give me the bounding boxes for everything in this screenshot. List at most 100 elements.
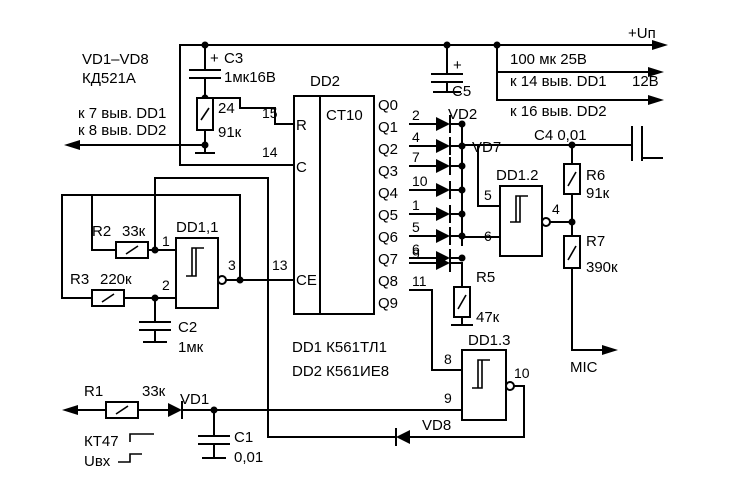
junction xyxy=(493,41,501,49)
diode xyxy=(436,229,450,243)
schmitt-icon xyxy=(472,359,490,389)
legend-diodes: VD1–VD8 xyxy=(82,51,149,68)
vd8-label: VD8 xyxy=(422,417,451,434)
r7-mark xyxy=(567,245,577,261)
dd1-2-inverter-bubble xyxy=(541,217,551,227)
diode xyxy=(436,256,450,270)
mic-label: MIC xyxy=(570,359,598,376)
schmitt-icon xyxy=(186,247,204,277)
r6-label: R6 xyxy=(586,167,605,184)
dd2-pin-ce: 13 xyxy=(272,257,288,273)
r24-label: 24 xyxy=(218,100,235,117)
q-label: Q6 xyxy=(378,229,398,246)
dd1-3-pin8: 8 xyxy=(444,351,452,367)
r5-value: 47к xyxy=(476,309,500,326)
dd1-1-pin3: 3 xyxy=(228,257,236,273)
out-12v-label: 12В xyxy=(632,73,659,90)
out-pin14-label: к 14 выв. DD1 xyxy=(510,73,607,90)
out-12v-arrow xyxy=(648,67,664,77)
supply-label: +Uп xyxy=(628,25,656,42)
c3-value: 1мк16В xyxy=(224,69,276,86)
c4-label: C4 0,01 xyxy=(534,127,587,144)
schmitt-icon xyxy=(510,195,528,223)
q-pin-number: 6 xyxy=(412,241,420,257)
dd1-2-pin4: 4 xyxy=(552,201,560,217)
out-16-arrow xyxy=(648,95,664,105)
diode xyxy=(436,117,450,131)
dd1-3-pin9: 9 xyxy=(444,390,452,406)
dd1-2-gate xyxy=(499,185,543,257)
q-label: Q2 xyxy=(378,141,398,158)
dd1-3-pin10: 10 xyxy=(514,365,530,381)
legend-dd2: DD2 К561ИЕ8 xyxy=(292,363,389,380)
dd2-pin-c: 14 xyxy=(262,144,278,160)
q-label: Q3 xyxy=(378,163,398,180)
vd1-diode xyxy=(168,403,182,417)
dd1-3-inverter-bubble xyxy=(505,381,515,391)
r7-value: 390к xyxy=(586,259,618,276)
c5-label: C5 xyxy=(452,83,471,100)
dd2-in-c: C xyxy=(296,159,307,176)
c1-label: C1 xyxy=(234,429,253,446)
r5-label: R5 xyxy=(476,269,495,286)
dd2-in-ce: CE xyxy=(296,272,317,289)
diode xyxy=(436,183,450,197)
legend-dd1: DD1 К561ТЛ1 xyxy=(292,339,387,356)
uvx-label: Uвх xyxy=(84,453,111,470)
r3-mark xyxy=(101,293,115,303)
c5-plus: + xyxy=(453,57,462,74)
uvx-step xyxy=(118,453,142,463)
dd1-1-inverter-bubble xyxy=(217,275,227,285)
r3-label: R3 xyxy=(70,271,89,288)
vd7-label: VD7 xyxy=(472,139,501,156)
q-label: Q1 xyxy=(378,119,398,136)
r6-value: 91к xyxy=(586,185,610,202)
r1-mark xyxy=(115,405,129,415)
r2-mark xyxy=(125,245,139,255)
q-label: Q5 xyxy=(378,207,398,224)
r1-value: 33к xyxy=(142,383,166,400)
out-100mk-label: 100 мк 25В xyxy=(510,51,587,68)
dd2-in-r: R xyxy=(296,117,307,134)
q-pin-number: 10 xyxy=(412,173,428,189)
kt47-mark xyxy=(129,433,154,442)
q-pin-number: 5 xyxy=(412,219,420,235)
dd1-2-pin5: 5 xyxy=(484,187,492,203)
c3-plus: + xyxy=(210,50,219,67)
c2-value: 1мк xyxy=(178,339,204,356)
dd1-1-pin1: 1 xyxy=(162,233,170,249)
left-output-arrow xyxy=(64,140,80,150)
q-label: Q9 xyxy=(378,295,398,312)
dd2-pin-r: 15 xyxy=(262,105,278,121)
dd1-3-gate xyxy=(461,349,507,421)
q-pin-number: 4 xyxy=(412,129,420,145)
dd2-q-outputs: Q0 Q1 Q2 Q3 Q4 Q5 Q6 Q7 Q8 Q9 xyxy=(378,97,398,312)
diode xyxy=(436,159,450,173)
dd1-2-name: DD1.2 xyxy=(496,167,539,184)
r24-mark xyxy=(200,107,210,121)
junction xyxy=(568,218,576,226)
q-label: Q4 xyxy=(378,185,398,202)
dd2-name: DD2 xyxy=(310,73,340,90)
q-pin-number: 9 xyxy=(412,246,420,262)
q-label: Q8 xyxy=(378,273,398,290)
legend-diode-type: КД521А xyxy=(82,70,136,87)
c3-label: C3 xyxy=(224,50,243,67)
r7-label: R7 xyxy=(586,233,605,250)
q-pin-number: 7 xyxy=(412,149,420,165)
mic-arrow xyxy=(602,345,618,355)
left-out-pin7: к 7 выв. DD1 xyxy=(78,105,166,122)
q-pin-number: 1 xyxy=(412,197,420,213)
dd1-1-name: DD1,1 xyxy=(176,219,219,236)
diode xyxy=(436,207,450,221)
vd1-label: VD1 xyxy=(180,391,209,408)
dd2-counter xyxy=(293,95,375,315)
q-label: Q0 xyxy=(378,97,398,114)
dd1-2-pin6: 6 xyxy=(484,228,492,244)
kt47-label: КТ47 xyxy=(84,433,119,450)
vd2-label: VD2 xyxy=(448,106,477,123)
q9-pin: 11 xyxy=(412,273,427,289)
dd1-1-pin2: 2 xyxy=(162,277,170,293)
